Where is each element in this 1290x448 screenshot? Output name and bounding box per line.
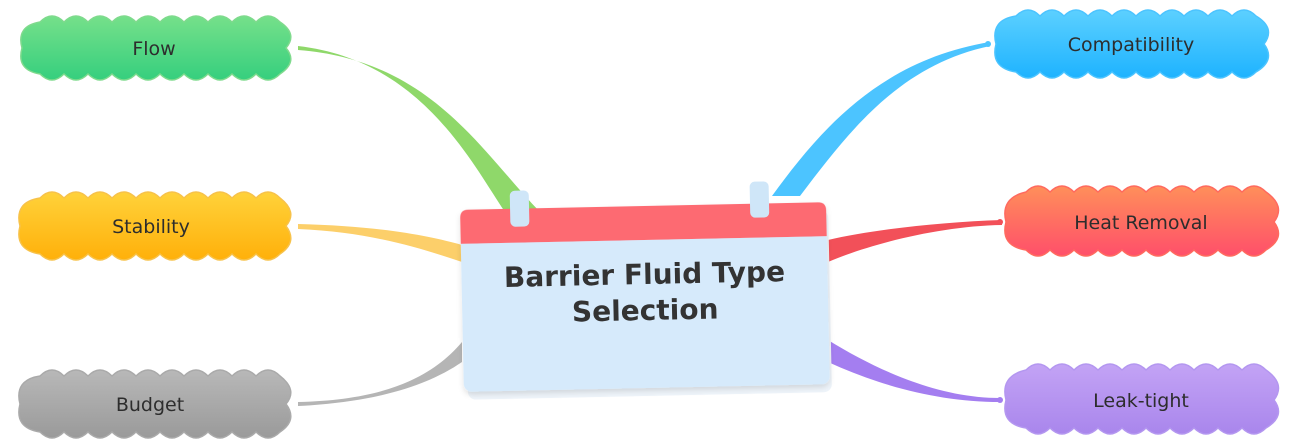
branch-connectors <box>298 41 1003 406</box>
calendar-ring-right <box>749 181 770 218</box>
connector-compatibility <box>772 42 990 196</box>
cloud-shape <box>1004 363 1280 435</box>
node-budget[interactable]: Budget <box>18 369 292 439</box>
central-topic[interactable]: Barrier Fluid Type Selection <box>460 180 832 400</box>
node-label: Heat Removal <box>1074 212 1207 234</box>
connector-flow <box>298 46 540 212</box>
node-label: Leak-tight <box>1093 390 1189 412</box>
node-stability[interactable]: Stability <box>18 191 292 261</box>
cloud-shape <box>18 191 292 261</box>
cloud-shape <box>994 9 1270 79</box>
node-compatibility[interactable]: Compatibility <box>994 9 1270 79</box>
cloud-shape <box>1004 185 1280 257</box>
node-label: Flow <box>132 38 175 60</box>
central-topic-title-line-2: Selection <box>572 292 719 328</box>
node-label: Stability <box>112 216 190 238</box>
connector-heat-removal <box>828 220 1002 262</box>
node-label: Budget <box>116 394 184 416</box>
connector-stability <box>298 224 462 262</box>
connector-leak-tight <box>828 340 1000 402</box>
node-flow[interactable]: Flow <box>20 15 292 81</box>
cloud-shape <box>18 369 292 439</box>
connector-budget <box>298 342 462 406</box>
central-topic-title-line-1: Barrier Fluid Type <box>504 255 786 294</box>
cloud-shape <box>20 15 292 81</box>
calendar-ring-left <box>509 190 530 227</box>
node-label: Compatibility <box>1068 34 1194 56</box>
node-leak-tight[interactable]: Leak-tight <box>1004 363 1280 435</box>
calendar-card-body <box>460 202 830 392</box>
calendar-card-header <box>460 202 827 244</box>
node-heat-removal[interactable]: Heat Removal <box>1004 185 1280 257</box>
